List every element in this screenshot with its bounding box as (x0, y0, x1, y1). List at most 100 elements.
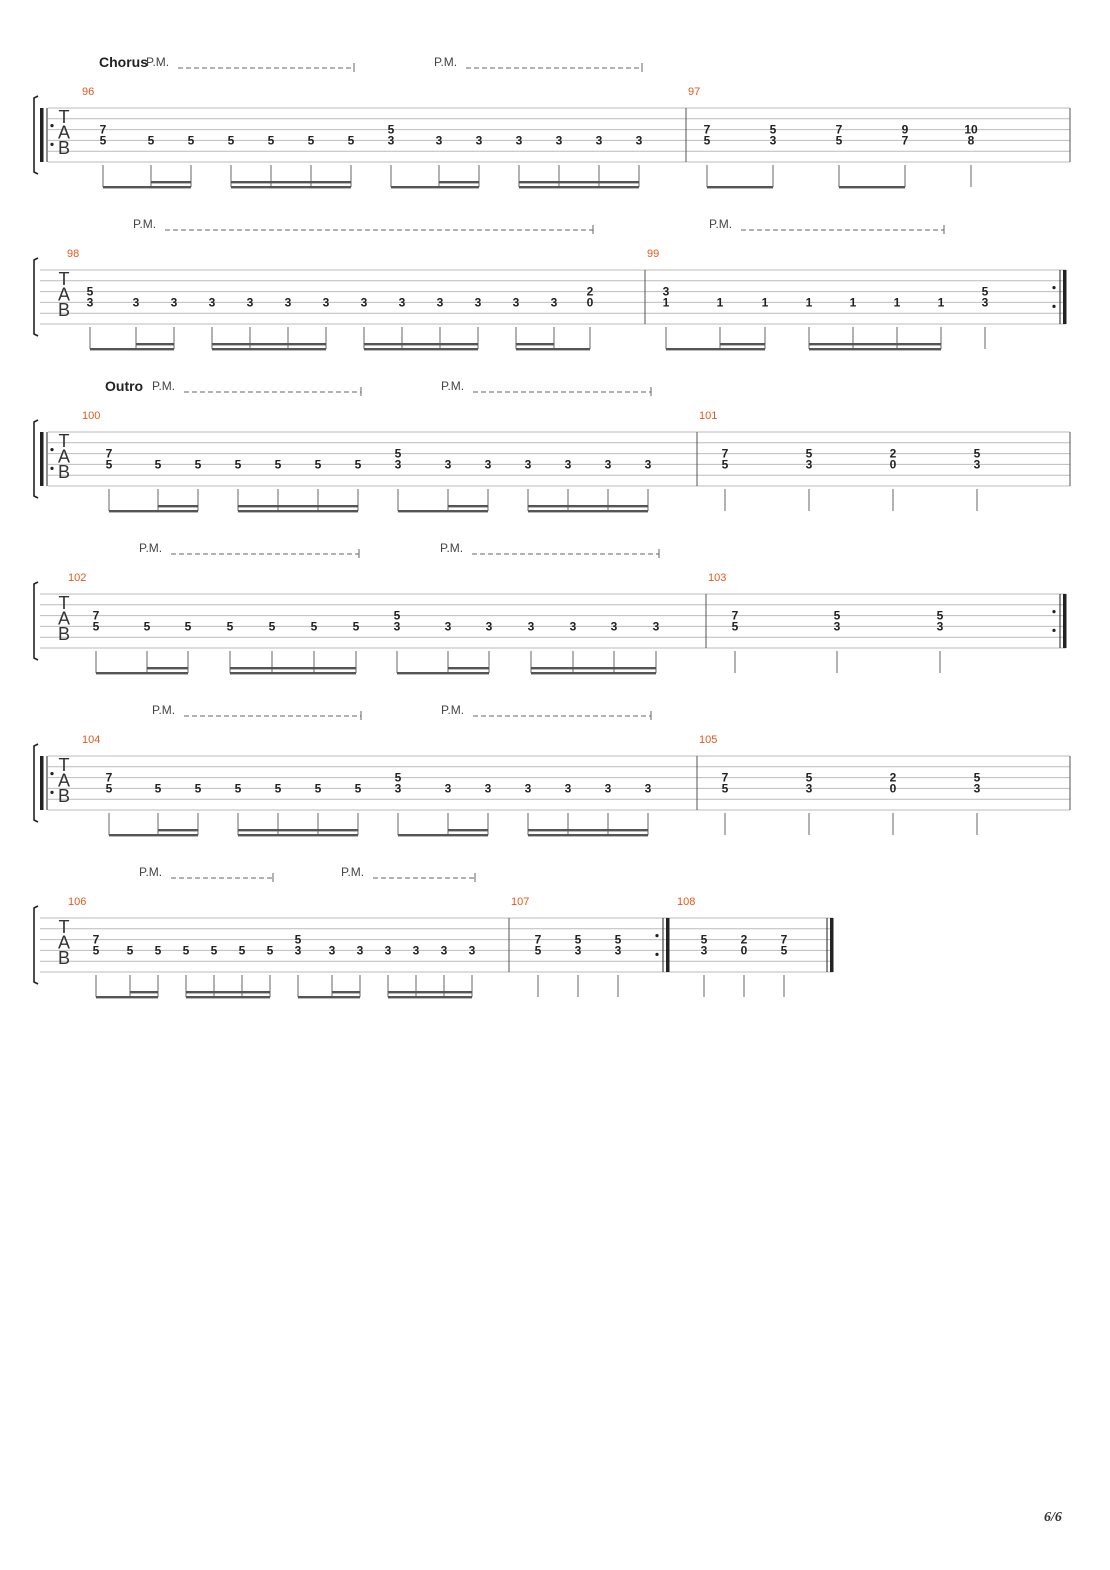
fret-number: 3 (133, 295, 140, 309)
fret-number: 5 (395, 771, 402, 785)
fret-number: 3 (436, 133, 443, 147)
fret-number: 5 (155, 781, 162, 795)
fret-number: 5 (93, 943, 100, 957)
fret-number: 3 (974, 457, 981, 471)
tab-clef-letter: B (58, 300, 70, 320)
fret-number: 0 (890, 457, 897, 471)
beam (397, 672, 489, 675)
fret-number: 3 (513, 295, 520, 309)
fret-number: 5 (235, 781, 242, 795)
beam-secondary (809, 343, 941, 346)
palm-mute-label: P.M. (441, 379, 464, 393)
beam (109, 834, 198, 837)
fret-number: 3 (323, 295, 330, 309)
repeat-dot (655, 952, 659, 957)
fret-number: 5 (275, 781, 282, 795)
tab-clef-letter: A (58, 771, 70, 791)
fret-number: 2 (890, 447, 897, 461)
fret-number: 5 (355, 781, 362, 795)
repeat-dot (50, 772, 54, 776)
beam (398, 510, 488, 513)
fret-number: 5 (185, 619, 192, 633)
fret-number: 5 (106, 457, 113, 471)
fret-number: 3 (806, 781, 813, 795)
beam-secondary (151, 181, 191, 184)
beam-secondary (516, 343, 554, 346)
fret-number: 3 (645, 457, 652, 471)
fret-number: 5 (106, 781, 113, 795)
fret-number: 7 (106, 771, 113, 785)
fret-number: 3 (605, 781, 612, 795)
tab-clef-letter: T (59, 755, 70, 775)
fret-number: 3 (551, 295, 558, 309)
beam-secondary (158, 505, 198, 508)
fret-number: 5 (269, 619, 276, 633)
fret-number: 3 (516, 133, 523, 147)
section-label: Outro (105, 378, 143, 394)
repeat-start-thick-bar (40, 756, 44, 810)
measure-number: 101 (699, 410, 717, 422)
measure-number: 107 (511, 896, 529, 908)
repeat-dot (1052, 628, 1056, 633)
fret-number: 5 (348, 133, 355, 147)
palm-mute-label: P.M. (152, 703, 175, 717)
fret-number: 1 (938, 295, 945, 309)
fret-number: 5 (575, 933, 582, 947)
system-bracket (33, 581, 39, 661)
repeat-dot (50, 124, 54, 128)
fret-number: 3 (806, 457, 813, 471)
beam-secondary (528, 505, 648, 508)
tab-clef-letter: A (58, 609, 70, 629)
fret-number: 5 (311, 619, 318, 633)
fret-number: 1 (762, 295, 769, 309)
fret-number: 3 (437, 295, 444, 309)
fret-number: 5 (722, 457, 729, 471)
tab-clef-letter: B (58, 948, 70, 968)
fret-number: 5 (268, 133, 275, 147)
beam (90, 348, 174, 351)
fret-number: 2 (587, 285, 594, 299)
fret-number: 5 (315, 781, 322, 795)
beam (839, 186, 905, 189)
beam (809, 348, 941, 351)
fret-number: 3 (528, 619, 535, 633)
fret-number: 5 (806, 447, 813, 461)
fret-number: 5 (615, 933, 622, 947)
fret-number: 3 (395, 457, 402, 471)
measure-number: 97 (688, 86, 700, 98)
fret-number: 3 (525, 457, 532, 471)
fret-number: 5 (239, 943, 246, 957)
repeat-dot (50, 790, 54, 795)
fret-number: 5 (394, 609, 401, 623)
beam (298, 996, 360, 999)
fret-number: 3 (295, 943, 302, 957)
fret-number: 3 (653, 619, 660, 633)
fret-number: 7 (902, 133, 909, 147)
palm-mute-label: P.M. (440, 541, 463, 555)
fret-number: 5 (148, 133, 155, 147)
measure-number: 99 (647, 248, 659, 260)
tab-clef-letter: T (59, 107, 70, 127)
beam-secondary (519, 181, 639, 184)
system-bracket (33, 419, 39, 499)
fret-number: 3 (645, 781, 652, 795)
tab-clef-letter: B (58, 624, 70, 644)
beam (391, 186, 479, 189)
fret-number: 3 (570, 619, 577, 633)
fret-number: 5 (353, 619, 360, 633)
fret-number: 1 (663, 295, 670, 309)
fret-number: 5 (183, 943, 190, 957)
fret-number: 3 (485, 457, 492, 471)
fret-number: 5 (704, 133, 711, 147)
fret-number: 3 (575, 943, 582, 957)
repeat-dot (655, 934, 659, 938)
fret-number: 3 (394, 619, 401, 633)
beam-secondary (238, 829, 358, 832)
fret-number: 3 (974, 781, 981, 795)
fret-number: 2 (741, 933, 748, 947)
fret-number: 7 (781, 933, 788, 947)
beam-secondary (388, 991, 472, 994)
fret-number: 3 (615, 943, 622, 957)
beam (212, 348, 326, 351)
